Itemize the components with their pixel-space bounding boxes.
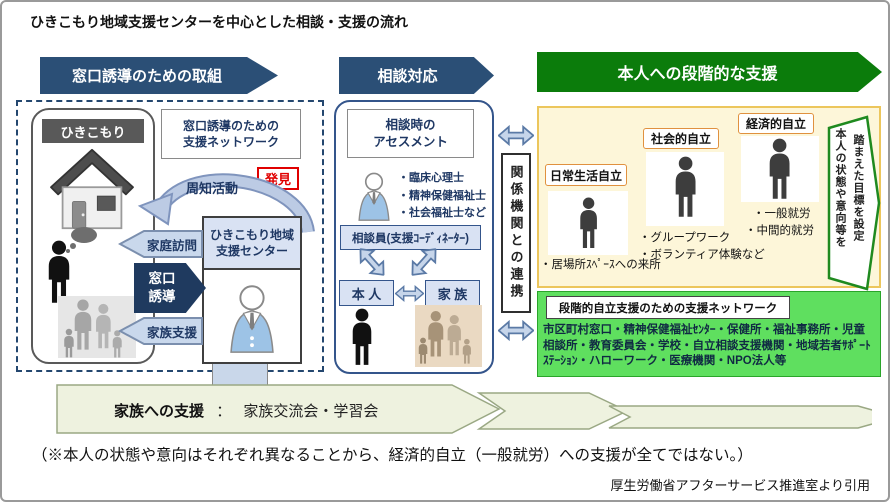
stage-figure-social xyxy=(646,152,724,226)
family-banner-text: 家族への支援 ： 家族交流会・学習会 xyxy=(114,400,378,421)
family-support-arrow-icon xyxy=(118,317,203,345)
family-banner-chevrons xyxy=(56,384,872,434)
staff-item: ・社会福祉士など xyxy=(398,207,486,220)
home-visit-arrow-icon xyxy=(118,230,203,258)
stage-label-economic: 経済的自立 xyxy=(738,113,814,134)
footnote: （※本人の状態や意向はそれぞれ異なることから、経済的自立（一般就労）への支援が全… xyxy=(32,447,753,464)
agency-link-label: 関係機関との連携 xyxy=(508,165,524,301)
support-network-body: 市区町村窓口・精神保健福祉ｾﾝﾀｰ・保健所・福祉事務所・児童相談所・教育委員会・… xyxy=(543,324,871,368)
family-banner-label: 家族への支援 xyxy=(114,403,205,420)
attribution: 厚生労働省アフターサービス推進室より引用 xyxy=(610,478,870,493)
person-silhouette-icon xyxy=(352,308,372,365)
person-figure-icon xyxy=(769,138,790,199)
family-banner-separator: ： xyxy=(216,403,232,420)
double-arrow-icon xyxy=(498,320,534,341)
double-arrow-icon xyxy=(498,125,534,146)
staff-list: ・臨床心理士 ・精神保健福祉士 ・社会福祉士など xyxy=(398,170,486,223)
stage-bullet: ・ボランティア体験など xyxy=(639,248,765,261)
header-middle-arrow: 相談対応 xyxy=(339,57,494,94)
person-box: 本 人 xyxy=(339,280,394,306)
person-silhouette-icon xyxy=(48,240,70,303)
family-box: 家 族 xyxy=(425,280,480,306)
person-figure-icon xyxy=(675,156,696,217)
header-right-arrow: 本人への段階的な支援 xyxy=(537,52,882,92)
left-dashed-panel xyxy=(16,100,324,372)
family-support-label: 家族支援 xyxy=(146,325,197,340)
support-center-title: ひきこもり地域 支援センター xyxy=(204,218,300,270)
outreach-label: 周知活動 xyxy=(186,181,239,196)
outreach-curved-arrow-icon xyxy=(137,173,315,234)
person-figure-icon xyxy=(580,197,597,248)
header-left-arrow: 窓口誘導のための取組 xyxy=(40,57,278,94)
stage-bullet: ・居場所ｽﾍﾟｰｽへの来所 xyxy=(540,259,661,271)
counselor-coordinator-box: 相談員(支援ｺｰﾃﾞｨﾈｰﾀｰ) xyxy=(340,225,481,250)
counselor-small-icon xyxy=(358,172,390,221)
stage-bullet: ・中間的就労 xyxy=(745,225,814,237)
goal-pentagon-icon xyxy=(827,115,881,291)
stage-bullet: ・グループワーク xyxy=(639,232,731,244)
stage-label-daily: 日常生活自立 xyxy=(545,164,627,186)
goal-note-left: 本人の状態や意向等を xyxy=(834,128,846,248)
hikikomori-label: ひきこもり xyxy=(42,119,144,143)
family-photo-grey xyxy=(58,296,136,358)
page-title: ひきこもり地域支援センターを中心とした相談・支援の流れ xyxy=(30,14,408,30)
thought-bubble-icon xyxy=(66,227,97,253)
agency-link-strip: 関係機関との連携 xyxy=(501,153,531,313)
family-banner-content: 家族交流会・学習会 xyxy=(243,403,379,420)
staff-item: ・精神保健福祉士 xyxy=(398,189,486,202)
house-icon xyxy=(50,148,134,230)
home-visit-label: 家庭訪問 xyxy=(146,238,197,253)
family-photo-tan xyxy=(415,305,482,367)
staff-item: ・臨床心理士 xyxy=(398,172,464,184)
stage-bullet: ・一般就労 xyxy=(753,208,811,220)
stage-figure-economic xyxy=(741,136,819,202)
family-silhouette-icon xyxy=(418,311,471,364)
double-arrow-icon xyxy=(395,285,424,302)
support-network-title: 段階的自立支援のための支援ネットワーク xyxy=(546,296,790,319)
stage-label-social: 社会的自立 xyxy=(643,128,719,149)
guidance-network-box: 窓口誘導のための 支援ネットワーク xyxy=(161,109,301,159)
goal-note-right: 踏まえた目標を設定 xyxy=(852,134,864,242)
counselor-icon xyxy=(230,285,274,353)
support-center-box: ひきこもり地域 支援センター xyxy=(202,216,302,364)
stage-bullets-social: ・グループワーク ・ボランティア体験など xyxy=(639,230,765,263)
assessment-box: 相談時の アセスメント xyxy=(347,109,474,158)
stage-figure-daily xyxy=(548,191,628,255)
